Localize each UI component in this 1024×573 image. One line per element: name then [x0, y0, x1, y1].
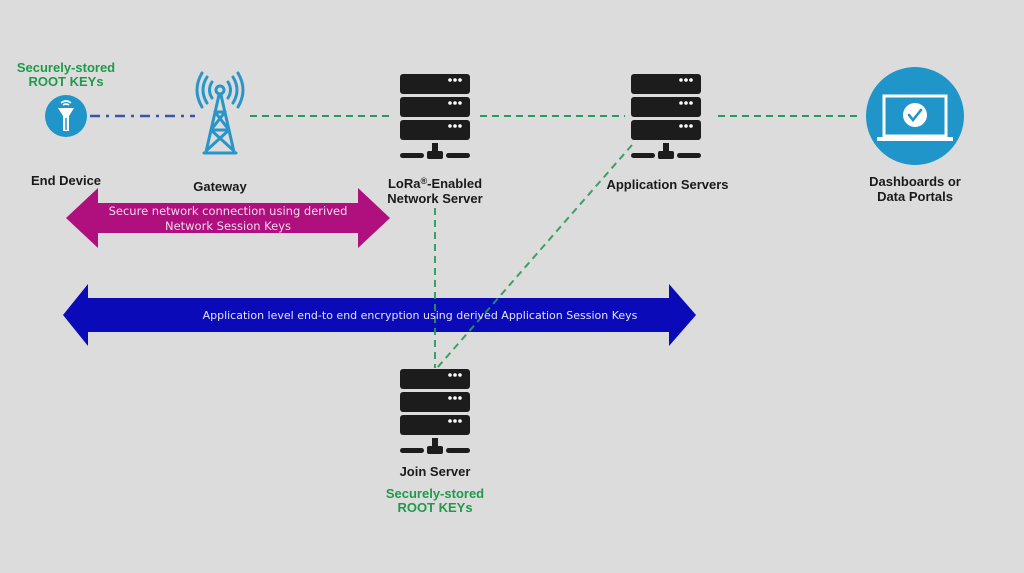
server-led	[453, 101, 457, 105]
server-unit	[400, 97, 470, 117]
server-stem	[432, 438, 438, 447]
network-server-label-line2: Network Server	[387, 191, 483, 206]
server-led	[458, 396, 462, 400]
server-led	[453, 419, 457, 423]
server-led	[458, 101, 462, 105]
server-unit	[631, 97, 701, 117]
server-led	[448, 396, 452, 400]
root-keys-line2: ROOT KEYs	[397, 500, 473, 515]
server-stem	[663, 143, 669, 152]
network-arrow-text: Secure network connection using derived …	[98, 204, 358, 234]
server-unit	[631, 74, 701, 94]
server-network-bar	[446, 153, 470, 158]
network-server-icon	[400, 74, 470, 159]
application-session-arrow	[63, 284, 696, 346]
server-led	[679, 101, 683, 105]
server-unit	[400, 369, 470, 389]
radio-tower-icon	[195, 71, 245, 155]
dashboards-label-line1: Dashboards or	[869, 174, 961, 189]
server-led	[689, 101, 693, 105]
server-network-bar	[446, 448, 470, 453]
dashboards-label-line2: Data Portals	[877, 189, 953, 204]
gateway-label: Gateway	[193, 179, 247, 194]
server-network-bar	[400, 448, 424, 453]
laptop-check-icon	[866, 67, 964, 165]
iot-sensor-icon	[45, 95, 87, 137]
server-network-bar	[631, 153, 655, 158]
server-led	[679, 78, 683, 82]
server-led	[684, 101, 688, 105]
dashboards-label: Dashboards or Data Portals	[855, 174, 975, 204]
server-unit	[400, 392, 470, 412]
application-server-icon	[631, 74, 701, 159]
network-server-label-line1: LoRa®-Enabled	[387, 176, 483, 191]
server-led	[453, 78, 457, 82]
server-led	[448, 124, 452, 128]
join-server-icon	[400, 369, 470, 454]
server-led	[458, 124, 462, 128]
server-led	[453, 373, 457, 377]
server-led	[448, 373, 452, 377]
root-keys-line1: Securely-stored	[385, 486, 485, 501]
application-arrow-text: Application level end-to end encryption …	[202, 309, 638, 322]
network-arrow-text-line2: Network Session Keys	[164, 219, 292, 233]
server-network-bar	[677, 153, 701, 158]
server-unit	[400, 74, 470, 94]
server-led	[684, 124, 688, 128]
network-session-arrow	[66, 188, 390, 248]
root-keys-line2: ROOT KEYs	[28, 74, 104, 89]
server-unit	[400, 120, 470, 140]
server-led	[458, 373, 462, 377]
server-led	[679, 124, 683, 128]
server-led	[448, 419, 452, 423]
server-hub	[427, 151, 443, 159]
network-server-label: LoRa®-Enabled Network Server	[370, 176, 500, 206]
end-device-root-keys-note: Securely-stored ROOT KEYs	[10, 61, 122, 89]
join-server-label: Join Server	[399, 464, 471, 479]
server-stem	[432, 143, 438, 152]
end-device-label: End Device	[30, 173, 102, 188]
server-led	[458, 78, 462, 82]
server-network-bar	[400, 153, 424, 158]
server-hub	[658, 151, 674, 159]
server-led	[453, 124, 457, 128]
server-led	[689, 124, 693, 128]
root-keys-line1: Securely-stored	[16, 60, 116, 75]
application-servers-label: Application Servers	[606, 177, 729, 192]
server-led	[689, 78, 693, 82]
server-led	[448, 78, 452, 82]
link-application-join	[436, 144, 633, 369]
server-unit	[631, 120, 701, 140]
server-led	[448, 101, 452, 105]
server-hub	[427, 446, 443, 454]
server-led	[684, 78, 688, 82]
server-led	[458, 419, 462, 423]
server-unit	[400, 415, 470, 435]
network-arrow-text-line1: Secure network connection using derived	[108, 204, 348, 218]
join-server-root-keys-note: Securely-stored ROOT KEYs	[375, 487, 495, 515]
server-led	[453, 396, 457, 400]
